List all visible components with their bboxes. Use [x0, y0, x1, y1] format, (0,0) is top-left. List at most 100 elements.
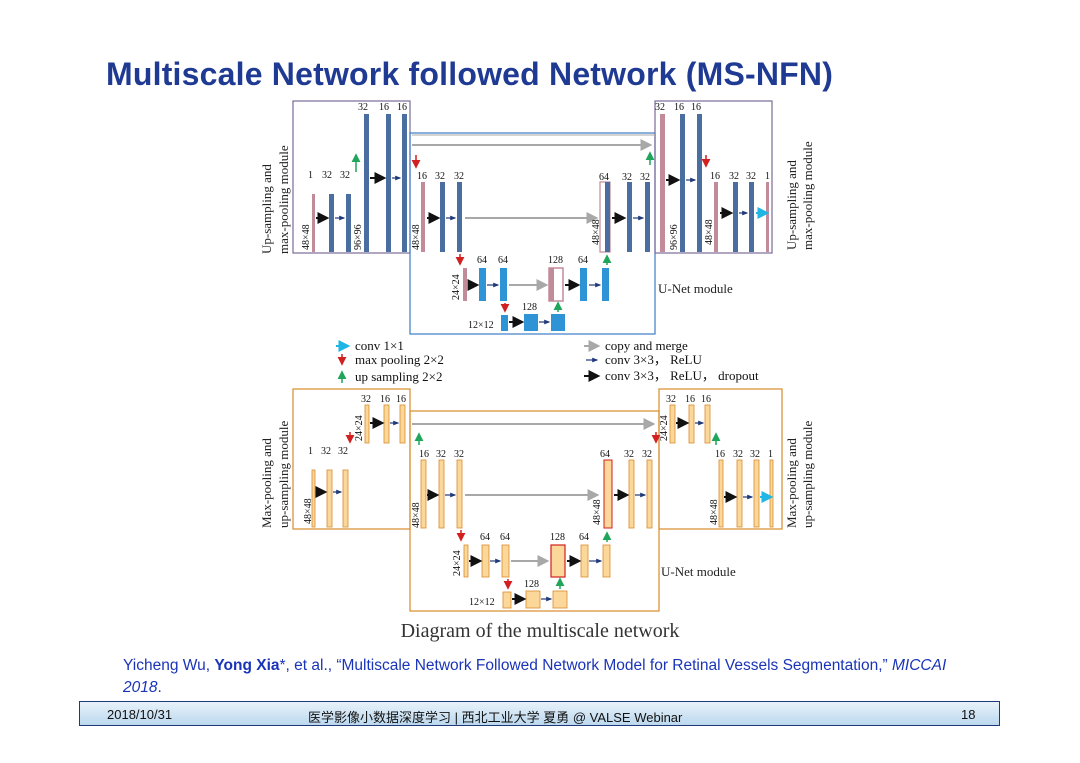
channel-label: 1 [768, 449, 773, 460]
footer-center: 医学影像小数据深度学习 | 西北工业大学 夏勇 @ VALSE Webinar [308, 710, 683, 725]
size-label: 12×12 [468, 320, 494, 331]
reference-corresponding-author: Yong Xia [214, 657, 280, 674]
size-label: 48×48 [411, 224, 422, 250]
channel-label: 16 [715, 449, 725, 460]
size-label: 48×48 [591, 219, 602, 245]
feature-bar [440, 182, 445, 252]
reference-title: *, et al., “Multiscale Network Followed … [279, 657, 892, 674]
channel-label: 32 [655, 102, 665, 113]
channel-label: 16 [396, 394, 406, 405]
channel-label: 32 [640, 172, 650, 183]
channel-label: 16 [674, 102, 684, 113]
channel-label: 32 [361, 394, 371, 405]
bottom-right-module-frame [658, 388, 783, 530]
feature-bar [602, 268, 609, 301]
channel-label: 32 [436, 449, 446, 460]
channel-label: 16 [685, 394, 695, 405]
channel-label: 32 [733, 449, 743, 460]
feature-bar [524, 314, 538, 331]
size-label: 24×24 [452, 550, 463, 576]
channel-label: 16 [379, 102, 389, 113]
size-label: 96×96 [669, 224, 680, 250]
channel-label: 32 [454, 449, 464, 460]
unet-label: U-Net module [658, 281, 733, 296]
channel-label: 1 [308, 446, 313, 457]
channel-label: 64 [578, 255, 588, 266]
module-label: Up-sampling and [784, 160, 799, 250]
module-label: Max-pooling and [784, 438, 799, 528]
feature-bar [766, 182, 769, 252]
slide-footer: 2018/10/31 医学影像小数据深度学习 | 西北工业大学 夏勇 @ VAL… [79, 701, 1000, 726]
channel-label: 128 [548, 255, 563, 266]
channel-label: 32 [435, 171, 445, 182]
size-label: 96×96 [353, 224, 364, 250]
feature-bar [680, 114, 685, 252]
module-label: up-sampling module [276, 421, 291, 528]
feature-bar [645, 182, 650, 252]
channel-label: 32 [322, 170, 332, 181]
channel-label: 16 [419, 449, 429, 460]
legend-label: up sampling 2×2 [355, 369, 443, 384]
channel-label: 16 [397, 102, 407, 113]
feature-bar [660, 114, 665, 252]
size-label: 12×12 [469, 597, 495, 608]
feature-bar [386, 114, 391, 252]
channel-label: 16 [701, 394, 711, 405]
module-label: max-pooling module [276, 145, 291, 254]
size-label: 24×24 [659, 415, 670, 441]
feature-bar [346, 194, 351, 252]
size-label: 48×48 [411, 502, 422, 528]
channel-label: 1 [765, 171, 770, 182]
feature-bar [463, 268, 467, 301]
size-label: 24×24 [451, 274, 462, 300]
module-label: up-sampling module [800, 421, 815, 528]
channel-label: 64 [600, 449, 610, 460]
footer-page-number: 18 [961, 707, 976, 722]
unet-label: U-Net module [661, 564, 736, 579]
slide-title: Multiscale Network followed Network (MS-… [106, 56, 834, 92]
channel-label: 64 [498, 255, 508, 266]
legend-label: conv 1×1 [355, 338, 404, 353]
legend-label: max pooling 2×2 [355, 352, 444, 367]
feature-bar [580, 268, 587, 301]
feature-bar [733, 182, 738, 252]
feature-bar [627, 182, 632, 252]
legend-label: conv 3×3， ReLU， dropout [605, 368, 759, 383]
size-label: 48×48 [303, 498, 314, 524]
reference-venue: MICCAI 2018 [123, 657, 947, 696]
size-label: 48×48 [709, 499, 720, 525]
channel-label: 32 [666, 394, 676, 405]
size-label: 48×48 [704, 219, 715, 245]
feature-bar [364, 114, 369, 252]
legend: conv 1×1 max pooling 2×2 up sampling 2×2… [336, 338, 759, 384]
module-label: max-pooling module [800, 141, 815, 250]
channel-label: 32 [321, 446, 331, 457]
feature-bar [749, 182, 754, 252]
feature-bar [329, 194, 334, 252]
diagram-caption: Diagram of the multiscale network [400, 620, 680, 642]
feature-bar [402, 114, 407, 252]
channel-label: 64 [477, 255, 487, 266]
footer-date: 2018/10/31 [107, 707, 173, 722]
channel-label: 32 [622, 172, 632, 183]
channel-label: 32 [746, 171, 756, 182]
feature-bar [312, 194, 315, 252]
feature-bar [501, 315, 508, 331]
bottom-network: 1 32 32 32 16 16 16 32 32 64 64 128 64 1… [259, 388, 815, 612]
channel-label: 128 [550, 532, 565, 543]
size-label: 48×48 [592, 499, 603, 525]
channel-label: 32 [642, 449, 652, 460]
reference-authors: Yicheng Wu, [123, 657, 215, 674]
feature-bar [500, 268, 507, 301]
channel-label: 32 [624, 449, 634, 460]
feature-bar [714, 182, 718, 252]
legend-label: copy and merge [605, 338, 688, 353]
channel-label: 64 [500, 532, 510, 543]
module-label: Up-sampling and [259, 164, 274, 254]
top-right-module-frame [654, 100, 773, 254]
channel-label: 16 [710, 171, 720, 182]
reference-end: . [157, 679, 162, 696]
size-label: 24×24 [354, 415, 365, 441]
legend-label: conv 3×3， ReLU [605, 352, 702, 367]
